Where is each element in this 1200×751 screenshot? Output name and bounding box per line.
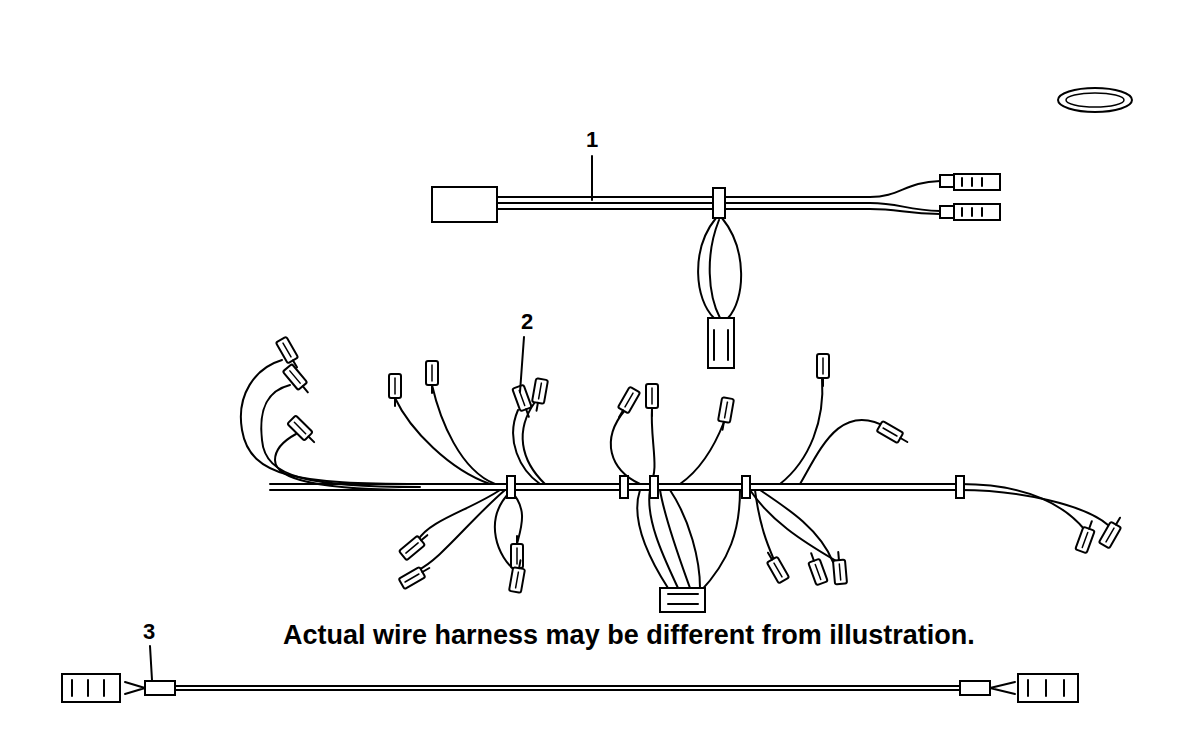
harness-one: [432, 156, 1000, 368]
callout-number: 2: [521, 310, 533, 334]
harness-three: [62, 646, 1078, 702]
note-text: Actual wire harness may be different fro…: [283, 621, 975, 651]
callout-number: 3: [143, 620, 155, 644]
brand-logo-inner: [1066, 93, 1124, 107]
harness-two: [241, 337, 1125, 612]
callout-number: 1: [586, 128, 598, 152]
brand-logo: [1058, 88, 1132, 112]
